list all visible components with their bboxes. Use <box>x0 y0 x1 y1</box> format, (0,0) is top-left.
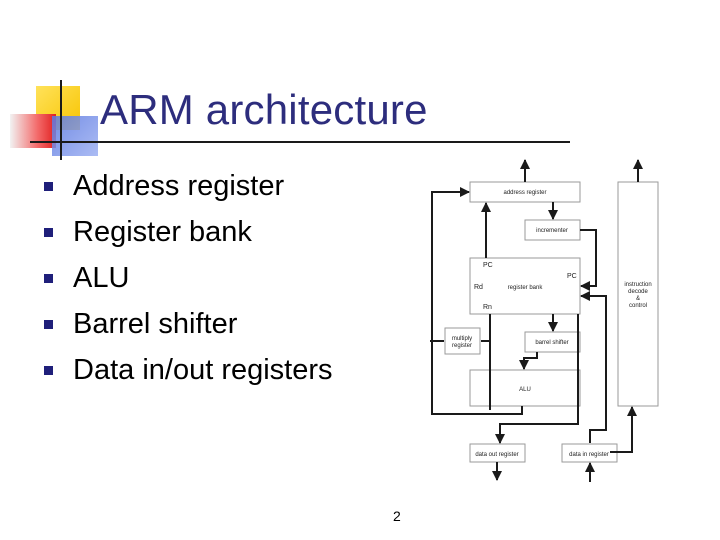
shifter-to-alu-line <box>519 352 538 370</box>
instruction-decode-label-3: & <box>636 296 640 302</box>
logo-square-blue <box>52 116 98 156</box>
bullet-text: Address register <box>73 170 285 202</box>
bullet-square-icon <box>44 320 53 329</box>
barrel-shifter-box <box>524 331 581 353</box>
data-in-register-label: data in register <box>569 452 609 458</box>
slide-title: ARM architecture <box>100 86 428 133</box>
multiply-register-label-1: multiply <box>452 336 472 342</box>
pc-right-label: PC <box>567 273 577 280</box>
arm-block-diagram: address register incrementer register ba… <box>430 159 659 482</box>
data-in-to-bank-line <box>580 291 607 443</box>
bullet-square-icon <box>44 228 53 237</box>
data-out-path-line <box>495 314 579 444</box>
register-bank-label: register bank <box>508 285 544 291</box>
bullet-text: Data in/out registers <box>73 354 333 386</box>
address-register-label: address register <box>503 190 546 196</box>
register-bank-box <box>469 257 581 315</box>
incrementer-label: incrementer <box>536 228 568 234</box>
incrementer-return-line <box>580 229 597 291</box>
bullet-square-icon <box>44 182 53 191</box>
title-vertical-rule <box>60 80 62 160</box>
title-horizontal-rule <box>30 141 570 143</box>
instruction-decode-label-2: decode <box>628 289 648 295</box>
bullet-text: Register bank <box>73 216 252 248</box>
instruction-decode-label-1: instruction <box>624 282 651 288</box>
rn-label: Rn <box>483 304 492 311</box>
barrel-shifter-label: barrel shifter <box>535 340 568 346</box>
rd-label: Rd <box>474 284 483 291</box>
alu-label: ALU <box>519 387 531 393</box>
instruction-decode-box <box>617 181 659 407</box>
bullet-text: Barrel shifter <box>73 308 238 340</box>
alu-box <box>469 369 581 407</box>
data-in-to-decode-line <box>610 406 637 453</box>
pc-top-label: PC <box>483 262 493 269</box>
bullet-square-icon <box>44 366 53 375</box>
multiply-register-label-2: register <box>452 343 472 349</box>
data-out-register-label: data out register <box>475 452 518 458</box>
alu-result-loop-line <box>431 187 523 415</box>
instruction-decode-label-4: control <box>629 303 647 309</box>
bullet-square-icon <box>44 274 53 283</box>
bullet-text: ALU <box>73 262 130 294</box>
multiply-register-box <box>444 327 481 355</box>
page-number: 2 <box>393 508 401 524</box>
